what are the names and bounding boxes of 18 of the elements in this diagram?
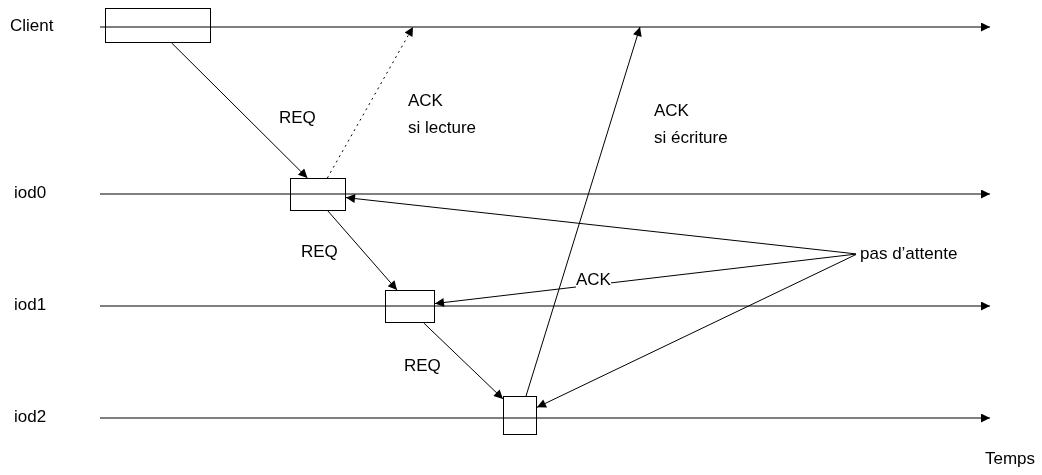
note-text: pas d’attente: [858, 244, 960, 264]
axis-label: Temps: [985, 448, 1036, 470]
lane-label: iod0: [14, 182, 47, 204]
lane-label: iod1: [14, 294, 47, 316]
activity-box: [290, 178, 346, 211]
message-arrow: [434, 253, 857, 307]
activity-box: [105, 8, 211, 43]
message-arrow: [171, 42, 308, 179]
message-arrow: [326, 26, 414, 179]
message-arrow: [327, 210, 398, 291]
lane-label: Client: [10, 15, 54, 37]
lane-label: iod2: [14, 406, 47, 428]
activity-box: [503, 396, 537, 435]
message-arrow: [423, 322, 504, 400]
message-arrow: [536, 254, 857, 408]
message-arrow: [345, 194, 857, 255]
message-arrow: [525, 26, 642, 397]
activity-box: [385, 290, 435, 323]
